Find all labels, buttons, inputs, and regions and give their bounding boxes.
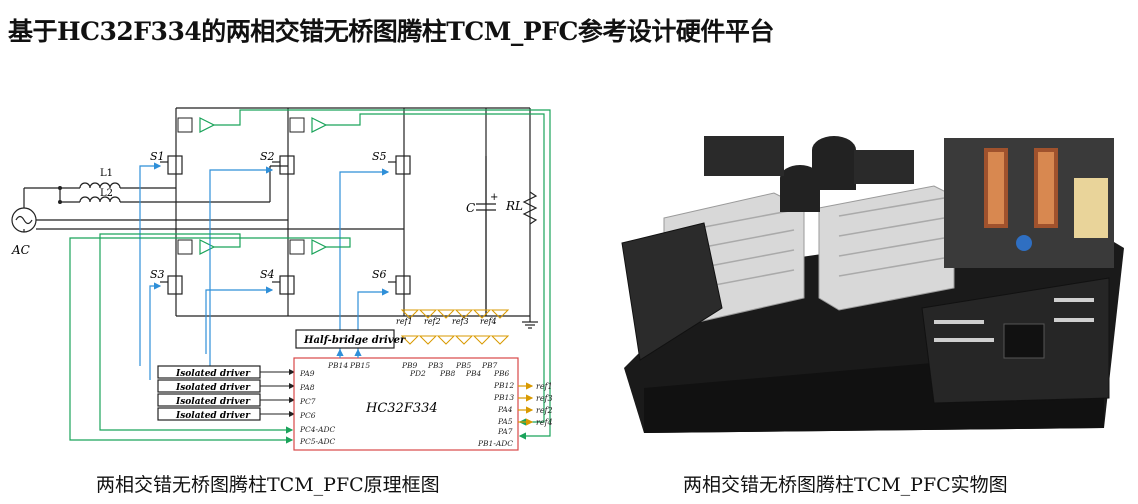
pin-pb7: PB7 bbox=[481, 361, 498, 370]
ref2-top-label: ref2 bbox=[424, 317, 441, 326]
pin-pb6: PB6 bbox=[493, 369, 510, 378]
switch-s5-label: S5 bbox=[372, 150, 387, 163]
pin-pb5: PB5 bbox=[455, 361, 472, 370]
pin-pb14: PB14 bbox=[327, 361, 348, 370]
ref3-top-label: ref3 bbox=[452, 317, 469, 326]
pin-pb8: PB8 bbox=[439, 369, 456, 378]
capacitor-plus: + bbox=[490, 192, 498, 203]
ref4-top-label: ref4 bbox=[480, 317, 497, 326]
pin-pb9: PB9 bbox=[401, 361, 418, 370]
pin-pc4-adc: PC4-ADC bbox=[299, 425, 336, 434]
mosfet-s6 bbox=[388, 275, 411, 295]
half-bridge-driver-label: Half-bridge driver bbox=[303, 335, 406, 346]
relay bbox=[1074, 178, 1108, 238]
transformers bbox=[704, 136, 914, 184]
ref1-out-label: ref1 bbox=[536, 382, 553, 391]
feedback-signals bbox=[69, 109, 551, 444]
driver-card bbox=[621, 222, 723, 361]
ref4-out-label: ref4 bbox=[536, 418, 553, 427]
isolated-driver-4: Isolated driver bbox=[175, 411, 251, 421]
hardware-photo bbox=[621, 136, 1124, 433]
blue-capacitor bbox=[1016, 235, 1032, 251]
pin-pa5: PA5 bbox=[497, 417, 513, 426]
right-caption: 两相交错无桥图腾柱TCM_PFC实物图 bbox=[683, 474, 1008, 496]
comparator-triangles bbox=[199, 117, 328, 255]
inductor-coils bbox=[984, 148, 1058, 228]
switch-s1-label: S1 bbox=[150, 150, 165, 163]
mosfet-s2 bbox=[272, 155, 295, 175]
pin-pc7: PC7 bbox=[299, 397, 316, 406]
pin-pa7: PA7 bbox=[497, 427, 513, 436]
switch-s4-label: S4 bbox=[260, 268, 275, 281]
pin-pc6: PC6 bbox=[299, 411, 316, 420]
pin-pb13: PB13 bbox=[493, 393, 514, 402]
pin-pa8: PA8 bbox=[299, 383, 315, 392]
inductor-l2-label: L2 bbox=[100, 188, 113, 199]
ground-symbol bbox=[522, 321, 538, 329]
output-capacitor bbox=[476, 156, 496, 316]
reference-comparators bbox=[400, 309, 510, 345]
isolated-driver-boxes bbox=[157, 365, 261, 421]
switch-s2-label: S2 bbox=[260, 150, 275, 163]
mosfet-s4 bbox=[272, 275, 295, 295]
gate-signals bbox=[139, 162, 390, 380]
load-resistor bbox=[522, 191, 538, 225]
pin-pa4: PA4 bbox=[497, 405, 513, 414]
mcu-chip bbox=[1003, 323, 1045, 359]
mosfet-s3 bbox=[160, 275, 183, 295]
pin-pa9: PA9 bbox=[299, 369, 315, 378]
pin-pd2: PD2 bbox=[409, 369, 426, 378]
pin-pb4: PB4 bbox=[465, 369, 482, 378]
half-bridge-driver-box bbox=[295, 329, 395, 349]
isolated-driver-2: Isolated driver bbox=[175, 383, 251, 393]
load-label: RL bbox=[505, 199, 523, 213]
ac-source bbox=[11, 187, 404, 233]
mcu-label: HC32F334 bbox=[365, 401, 438, 416]
mcu-box bbox=[293, 357, 519, 451]
pin-pb12: PB12 bbox=[493, 381, 514, 390]
current-sense-top bbox=[177, 117, 305, 255]
bulk-capacitors bbox=[780, 136, 856, 212]
pfc-schematic-diagram: AC L1 L2 S1 S2 S5 S3 S4 S6 bbox=[11, 107, 553, 451]
isolated-driver-3: Isolated driver bbox=[175, 397, 251, 407]
switch-s3-label: S3 bbox=[150, 268, 165, 281]
mosfet-s5 bbox=[388, 155, 411, 175]
pin-pb15: PB15 bbox=[349, 361, 370, 370]
ref1-top-label: ref1 bbox=[396, 317, 413, 326]
inductor-l1 bbox=[79, 182, 176, 189]
pin-pc5-adc: PC5-ADC bbox=[299, 437, 336, 446]
ref2-out-label: ref2 bbox=[536, 406, 553, 415]
capacitor-label: C bbox=[466, 201, 475, 215]
ref3-out-label: ref3 bbox=[536, 394, 553, 403]
pin-pb1-adc: PB1-ADC bbox=[477, 439, 513, 448]
ac-label: AC bbox=[11, 243, 30, 257]
page-title: 基于HC32F334的两相交错无桥图腾柱TCM_PFC参考设计硬件平台 bbox=[8, 17, 774, 46]
switch-s6-label: S6 bbox=[372, 268, 387, 281]
inductor-l1-label: L1 bbox=[100, 168, 113, 179]
isolated-driver-1: Isolated driver bbox=[175, 369, 251, 379]
left-caption: 两相交错无桥图腾柱TCM_PFC原理框图 bbox=[96, 474, 440, 496]
mosfet-s1 bbox=[160, 155, 183, 175]
pin-pb3: PB3 bbox=[427, 361, 444, 370]
